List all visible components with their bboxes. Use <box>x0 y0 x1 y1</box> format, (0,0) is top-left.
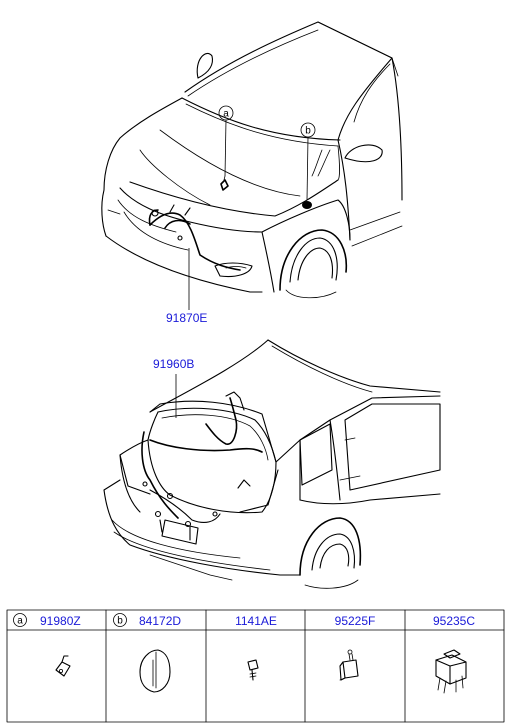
part-link-95235C[interactable]: 95235C <box>433 614 475 628</box>
relay-large-icon <box>435 649 467 694</box>
legend-cell-1: a 91980Z <box>13 613 81 628</box>
relay-small-icon <box>339 649 359 681</box>
callout-b-letter: b <box>305 126 311 137</box>
front-car-illustration <box>101 21 403 299</box>
part-link-91870E[interactable]: 91870E <box>166 311 207 325</box>
part-link-84172D[interactable]: 84172D <box>139 614 181 628</box>
legend-cell-3: 1141AE <box>235 614 277 628</box>
callout-b: b <box>300 122 316 201</box>
legend-cell-5: 95235C <box>433 614 475 628</box>
legend-cell-2: b 84172D <box>113 613 181 628</box>
rear-car-illustration <box>103 339 441 589</box>
parts-legend-table <box>6 609 505 723</box>
callout-a-letter: a <box>223 109 229 120</box>
round-plug-icon <box>139 649 171 693</box>
part-link-1141AE[interactable]: 1141AE <box>235 614 277 628</box>
part-link-91960B[interactable]: 91960B <box>153 357 194 371</box>
callout-a: a <box>218 105 234 177</box>
grommet-clip-icon <box>55 655 71 677</box>
part-link-95225F[interactable]: 95225F <box>335 614 376 628</box>
legend-cell-4: 95225F <box>335 614 376 628</box>
legend-letter-b: b <box>117 616 123 627</box>
bolt-icon <box>247 659 259 681</box>
part-link-91980Z[interactable]: 91980Z <box>40 614 81 628</box>
legend-letter-a: a <box>17 616 23 627</box>
